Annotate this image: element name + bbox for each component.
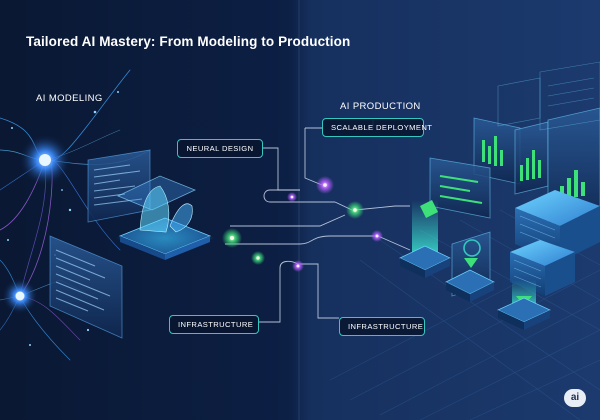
page-title: Tailored AI Mastery: From Modeling to Pr… — [26, 34, 351, 49]
panel-divider — [298, 0, 300, 420]
dashboard-panel-lines — [429, 157, 491, 219]
neuron-core-small — [15, 291, 25, 301]
label-infrastructure-right: INFRASTRUCTURE — [339, 317, 425, 336]
pedestal-middle — [445, 231, 495, 302]
glow-nodes — [222, 176, 383, 272]
ai-logo-icon: ai — [564, 389, 586, 407]
analytics-wireframe — [497, 61, 600, 131]
neuron-core-large — [39, 154, 51, 166]
label-infrastructure-left: INFRASTRUCTURE — [169, 315, 259, 334]
code-panel-bottom — [49, 235, 123, 339]
section-heading-production: AI PRODUCTION — [340, 101, 421, 112]
section-heading-modeling: AI MODELING — [36, 93, 103, 104]
label-neural-design: NEURAL DESIGN — [177, 139, 263, 158]
pedestal-right — [497, 280, 551, 330]
pedestal-left — [399, 200, 451, 278]
model-platform — [115, 175, 215, 260]
label-scalable-deployment: SCALABLE DEPLOYMENT — [322, 118, 432, 137]
code-panel-top — [87, 149, 151, 223]
dashboard-panel-chart — [514, 121, 549, 195]
